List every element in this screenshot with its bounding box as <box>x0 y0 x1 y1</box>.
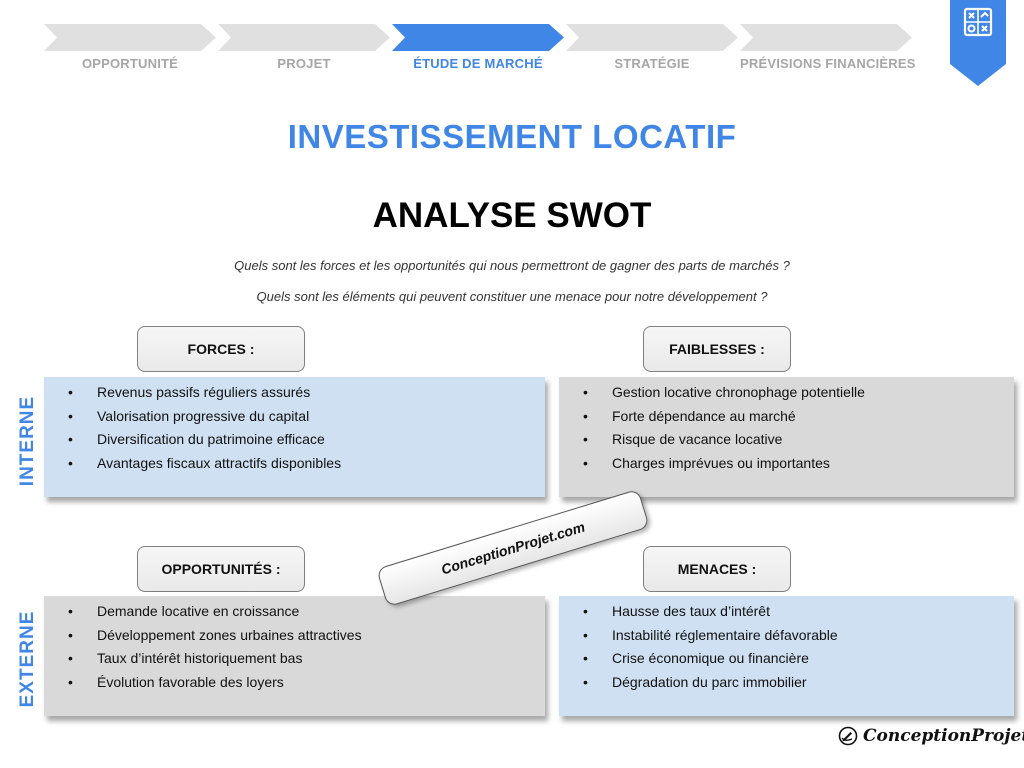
swot-title: ANALYSE SWOT <box>372 196 652 235</box>
question-menaces: Quels sont les éléments qui peuvent cons… <box>256 289 768 304</box>
axis-label-interne: INTERNE <box>17 395 38 487</box>
step-arrow-strategie[interactable] <box>566 24 738 51</box>
pencil-circle-icon <box>838 726 858 746</box>
opportunites-label: OPPORTUNITÉS : <box>137 546 305 592</box>
faiblesses-list: Gestion locative chronophage potentielle… <box>581 381 1014 475</box>
list-item: Dégradation du parc immobilier <box>581 671 1014 695</box>
list-item: Hausse des taux d’intérêt <box>581 600 1014 624</box>
list-item: Avantages fiscaux attractifs disponibles <box>66 452 545 476</box>
forces-label: FORCES : <box>137 326 305 372</box>
menaces-box: Hausse des taux d’intérêt Instabilité ré… <box>559 596 1014 716</box>
list-item: Diversification du patrimoine efficace <box>66 428 545 452</box>
progress-steps: OPPORTUNITÉ PROJET ÉTUDE DE MARCHÉ STRAT… <box>44 24 924 78</box>
opportunites-list: Demande locative en croissance Développe… <box>66 600 545 694</box>
list-item: Développement zones urbaines attractives <box>66 624 545 648</box>
list-item: Taux d’intérêt historiquement bas <box>66 647 545 671</box>
brand-logo[interactable]: ConceptionProjet <box>838 726 1024 746</box>
step-label-etude-de-marche[interactable]: ÉTUDE DE MARCHÉ <box>413 56 543 71</box>
forces-box: Revenus passifs réguliers assurés Valori… <box>44 377 545 497</box>
opportunites-box: Demande locative en croissance Développe… <box>44 596 545 716</box>
list-item: Valorisation progressive du capital <box>66 405 545 429</box>
axis-label-externe: EXTERNE <box>17 610 38 708</box>
list-item: Revenus passifs réguliers assurés <box>66 381 545 405</box>
step-label-previsions-financieres[interactable]: PRÉVISIONS FINANCIÈRES <box>740 56 916 71</box>
step-arrow-previsions-financieres[interactable] <box>740 24 912 51</box>
forces-list: Revenus passifs réguliers assurés Valori… <box>66 381 545 475</box>
list-item: Instabilité réglementaire défavorable <box>581 624 1014 648</box>
step-arrow-projet[interactable] <box>218 24 390 51</box>
list-item: Crise économique ou financière <box>581 647 1014 671</box>
brand-name: ConceptionProjet <box>863 726 1024 746</box>
step-label-strategie[interactable]: STRATÉGIE <box>614 56 690 71</box>
main-title: INVESTISSEMENT LOCATIF <box>287 118 737 155</box>
list-item: Forte dépendance au marché <box>581 405 1014 429</box>
strategy-board-icon <box>963 7 993 37</box>
list-item: Risque de vacance locative <box>581 428 1014 452</box>
step-label-projet[interactable]: PROJET <box>277 56 331 71</box>
step-label-opportunite[interactable]: OPPORTUNITÉ <box>81 56 179 71</box>
watermark-ribbon: ConceptionProjet.com <box>376 488 650 608</box>
step-arrow-opportunite[interactable] <box>44 24 216 51</box>
faiblesses-box: Gestion locative chronophage potentielle… <box>559 377 1014 497</box>
list-item: Évolution favorable des loyers <box>66 671 545 695</box>
faiblesses-label: FAIBLESSES : <box>643 326 791 372</box>
question-forces-opportunites: Quels sont les forces et les opportunité… <box>234 258 790 273</box>
menaces-list: Hausse des taux d’intérêt Instabilité ré… <box>581 600 1014 694</box>
list-item: Demande locative en croissance <box>66 600 545 624</box>
list-item: Charges imprévues ou importantes <box>581 452 1014 476</box>
step-arrow-etude-de-marche[interactable] <box>392 24 564 51</box>
list-item: Gestion locative chronophage potentielle <box>581 381 1014 405</box>
menaces-label: MENACES : <box>643 546 791 592</box>
